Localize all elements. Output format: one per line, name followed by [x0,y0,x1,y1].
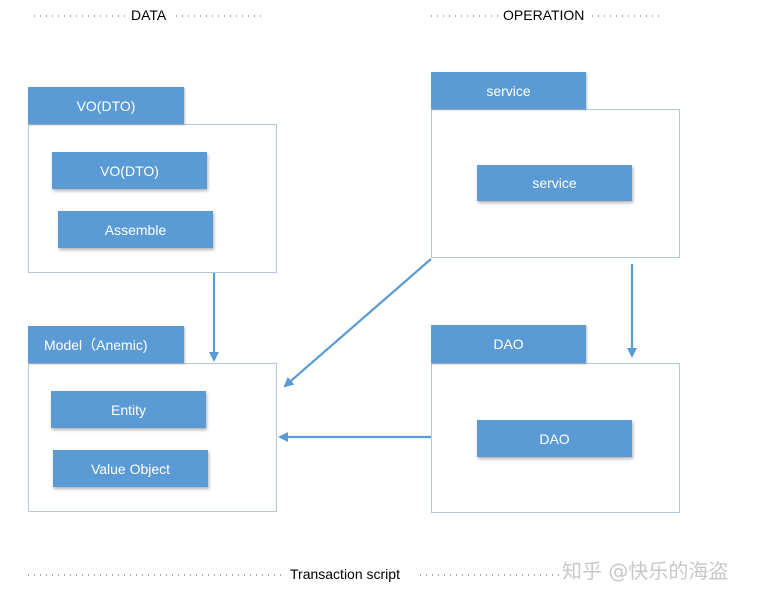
model-frame [28,363,277,512]
vo-dto-frame [28,124,277,273]
data-heading: DATA [131,7,167,23]
service-tab: service [431,72,586,109]
dao-tab: DAO [431,325,586,363]
assemble-box: Assemble [58,211,213,248]
arrow-service-to-model [283,258,432,388]
service-box: service [477,165,632,201]
model-anemic-tab: Model（Anemic) [28,326,184,363]
dao-box: DAO [477,420,632,457]
vo-dto-box: VO(DTO) [52,152,207,189]
operation-heading: OPERATION [503,7,585,23]
watermark: 知乎 @快乐的海盗 [562,559,729,583]
entity-box: Entity [51,391,206,428]
vo-dto-tab: VO(DTO) [28,87,184,124]
transaction-script-heading: Transaction script [290,566,400,582]
value-object-box: Value Object [53,450,208,487]
